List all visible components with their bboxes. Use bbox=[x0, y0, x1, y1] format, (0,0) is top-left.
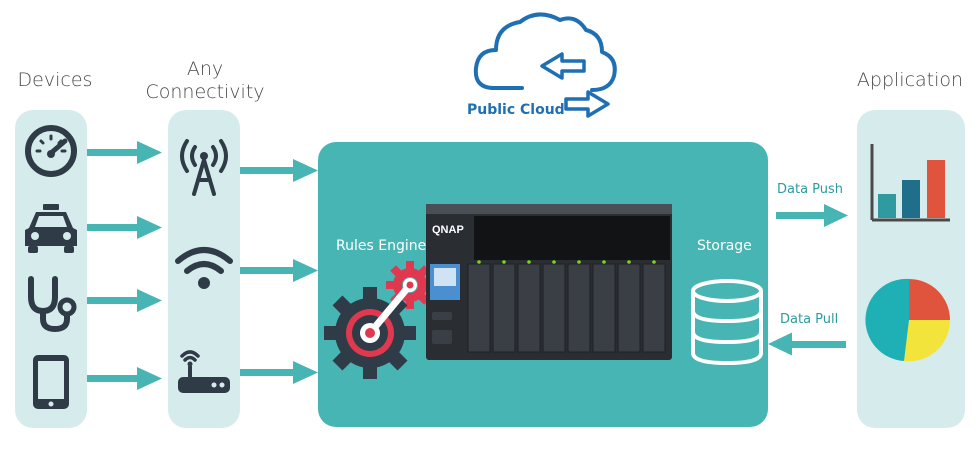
application-panel bbox=[857, 110, 965, 428]
connectivity-title-line1: Any bbox=[186, 58, 224, 80]
tablet-icon bbox=[33, 355, 69, 409]
arrow-device-3 bbox=[87, 289, 162, 312]
arrow-conn-2 bbox=[240, 259, 318, 282]
connectivity-title-line2: Connectivity bbox=[145, 81, 265, 103]
rules-engine-gears-icon bbox=[324, 261, 434, 379]
application-title: Application bbox=[856, 69, 964, 91]
router-icon bbox=[178, 350, 230, 393]
storage-icon bbox=[691, 279, 763, 366]
data-pull-label: Data Pull bbox=[780, 312, 839, 327]
arrow-data-pull bbox=[768, 332, 846, 356]
arrow-device-2 bbox=[87, 216, 162, 239]
arrow-device-4 bbox=[87, 367, 162, 390]
storage-label: Storage bbox=[697, 238, 752, 254]
pie-chart-icon bbox=[865, 278, 951, 362]
arrow-conn-1 bbox=[240, 159, 318, 182]
antenna-icon bbox=[180, 139, 228, 196]
arrow-data-push bbox=[776, 204, 848, 227]
bar-chart-icon bbox=[870, 144, 950, 222]
nas-brand-label: QNAP bbox=[432, 224, 464, 236]
rules-engine-label: Rules Engine bbox=[336, 238, 427, 254]
public-cloud-label: Public Cloud bbox=[467, 102, 565, 118]
nas-device-icon: QNAP bbox=[426, 204, 672, 360]
devices-title: Devices bbox=[17, 69, 93, 91]
speedometer-icon bbox=[25, 125, 77, 177]
arrow-conn-3 bbox=[240, 361, 318, 384]
arrow-device-1 bbox=[87, 141, 162, 164]
cloud-icon bbox=[473, 12, 617, 118]
wifi-icon bbox=[175, 247, 233, 289]
stethoscope-icon bbox=[28, 276, 77, 333]
data-push-label: Data Push bbox=[777, 182, 844, 197]
car-icon bbox=[25, 204, 77, 253]
